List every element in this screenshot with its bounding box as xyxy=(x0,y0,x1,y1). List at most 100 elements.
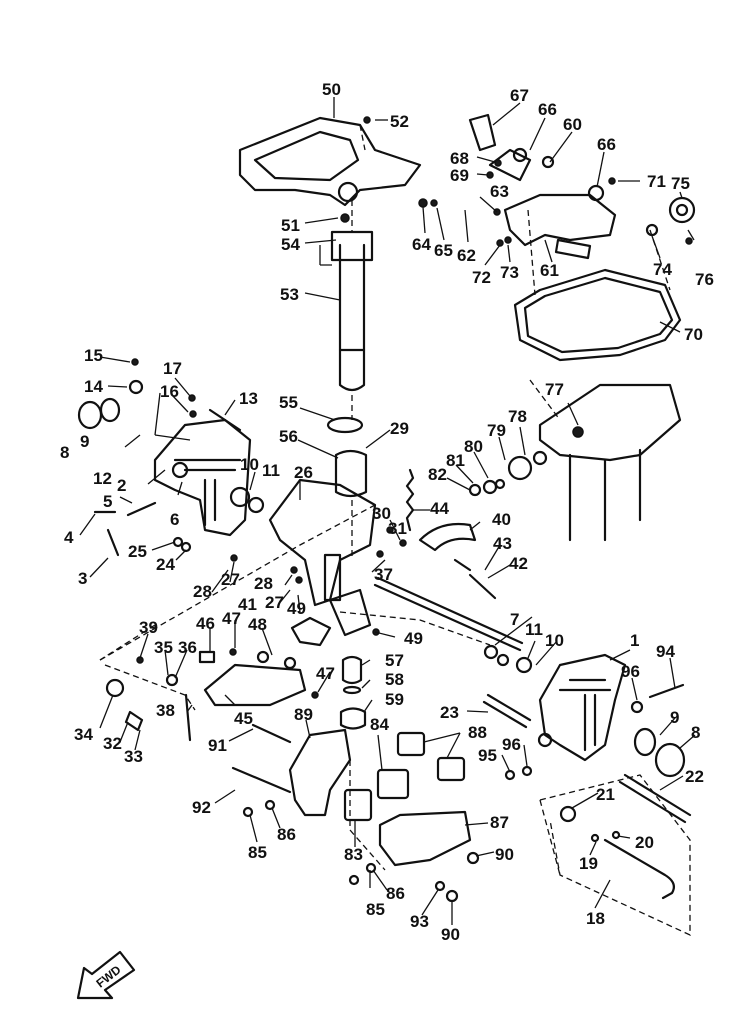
callout-43: 43 xyxy=(493,534,512,553)
callout-86a: 86 xyxy=(277,825,296,844)
callout-67: 67 xyxy=(510,86,529,105)
tilt-shaft-outline xyxy=(373,576,524,652)
callout-78: 78 xyxy=(508,407,527,426)
callout-20: 20 xyxy=(635,833,654,852)
callout-76: 76 xyxy=(695,270,714,289)
callout-26: 26 xyxy=(294,463,313,482)
callout-1: 1 xyxy=(630,631,639,650)
callout-39: 39 xyxy=(139,618,158,637)
callout-79: 79 xyxy=(487,421,506,440)
callout-73: 73 xyxy=(500,263,519,282)
callout-59: 59 xyxy=(385,690,404,709)
callout-44: 44 xyxy=(430,499,449,518)
callout-32: 32 xyxy=(103,734,122,753)
fwd-arrow: FWD xyxy=(76,950,136,1000)
callout-47a: 47 xyxy=(222,609,241,628)
callout-10b: 10 xyxy=(545,631,564,650)
callout-87: 87 xyxy=(490,813,509,832)
callout-83: 83 xyxy=(344,845,363,864)
callout-81: 81 xyxy=(446,451,465,470)
callout-92: 92 xyxy=(192,798,211,817)
callout-66a: 66 xyxy=(538,100,557,119)
callout-96b: 96 xyxy=(502,735,521,754)
callout-82: 82 xyxy=(428,465,447,484)
callout-90a: 90 xyxy=(495,845,514,864)
callout-56: 56 xyxy=(279,427,298,446)
callout-69: 69 xyxy=(450,166,469,185)
callout-49b: 49 xyxy=(404,629,423,648)
steering-bracket-outline xyxy=(238,116,422,207)
part-outlines xyxy=(77,113,696,903)
cowling-bracket-outline xyxy=(503,193,617,247)
callout-86b: 86 xyxy=(386,884,405,903)
callout-51: 51 xyxy=(281,216,300,235)
callout-95: 95 xyxy=(478,746,497,765)
callout-88: 88 xyxy=(468,723,487,742)
callout-6: 6 xyxy=(170,510,179,529)
callout-2: 2 xyxy=(117,476,126,495)
callout-41: 41 xyxy=(238,595,257,614)
callout-85b: 85 xyxy=(366,900,385,919)
leader-lines xyxy=(79,97,696,925)
callout-84: 84 xyxy=(370,715,389,734)
clip-outline xyxy=(418,522,477,572)
callout-57: 57 xyxy=(385,651,404,670)
callout-24: 24 xyxy=(156,555,175,574)
callout-52: 52 xyxy=(390,112,409,131)
lower-housing-outline xyxy=(288,728,352,817)
callout-31: 31 xyxy=(388,519,407,538)
callout-62: 62 xyxy=(457,246,476,265)
callout-58: 58 xyxy=(385,670,404,689)
callout-74: 74 xyxy=(653,260,672,279)
callout-14: 14 xyxy=(84,377,103,396)
callout-89: 89 xyxy=(294,705,313,724)
callout-70: 70 xyxy=(684,325,703,344)
left-clamp-bracket-outline xyxy=(153,418,252,537)
callout-50: 50 xyxy=(322,80,341,99)
callout-5: 5 xyxy=(103,492,112,511)
callout-22: 22 xyxy=(685,767,704,786)
callout-37: 37 xyxy=(374,565,393,584)
handle-outline xyxy=(603,838,675,900)
callout-17: 17 xyxy=(163,359,182,378)
callout-25: 25 xyxy=(128,542,147,561)
callout-11a: 11 xyxy=(262,461,280,480)
callout-15: 15 xyxy=(84,346,103,365)
callout-11b: 11 xyxy=(525,620,543,639)
callout-71: 71 xyxy=(647,172,666,191)
callout-90b: 90 xyxy=(441,925,460,944)
callout-63: 63 xyxy=(490,182,509,201)
callout-28b: 28 xyxy=(254,574,273,593)
callout-66b: 66 xyxy=(597,135,616,154)
callout-65: 65 xyxy=(434,241,453,260)
callout-85a: 85 xyxy=(248,843,267,862)
callout-55: 55 xyxy=(279,393,298,412)
right-clamp-bracket-outline xyxy=(538,653,627,762)
callout-47b: 47 xyxy=(316,664,335,683)
callout-46: 46 xyxy=(196,614,215,633)
callout-91: 91 xyxy=(208,736,227,755)
callout-94: 94 xyxy=(656,642,675,661)
lower-plate-outline xyxy=(378,810,472,867)
callout-30: 30 xyxy=(372,504,391,523)
callout-45: 45 xyxy=(234,709,253,728)
callout-3: 3 xyxy=(78,569,87,588)
callout-23: 23 xyxy=(440,703,459,722)
swivel-bracket-outline xyxy=(268,478,377,607)
callout-28a: 28 xyxy=(193,582,212,601)
callout-9b: 9 xyxy=(670,708,679,727)
callout-16: 16 xyxy=(160,382,179,401)
callout-7: 7 xyxy=(510,610,519,629)
callout-27a: 27 xyxy=(221,570,240,589)
callout-12: 12 xyxy=(93,469,112,488)
callout-10a: 10 xyxy=(240,455,259,474)
callout-72: 72 xyxy=(472,268,491,287)
callout-35: 35 xyxy=(154,638,173,657)
callout-54: 54 xyxy=(281,235,300,254)
callout-4: 4 xyxy=(64,528,74,547)
gasket-outline xyxy=(513,268,682,362)
callout-68: 68 xyxy=(450,149,469,168)
callout-38: 38 xyxy=(156,701,175,720)
callout-29: 29 xyxy=(390,419,409,438)
